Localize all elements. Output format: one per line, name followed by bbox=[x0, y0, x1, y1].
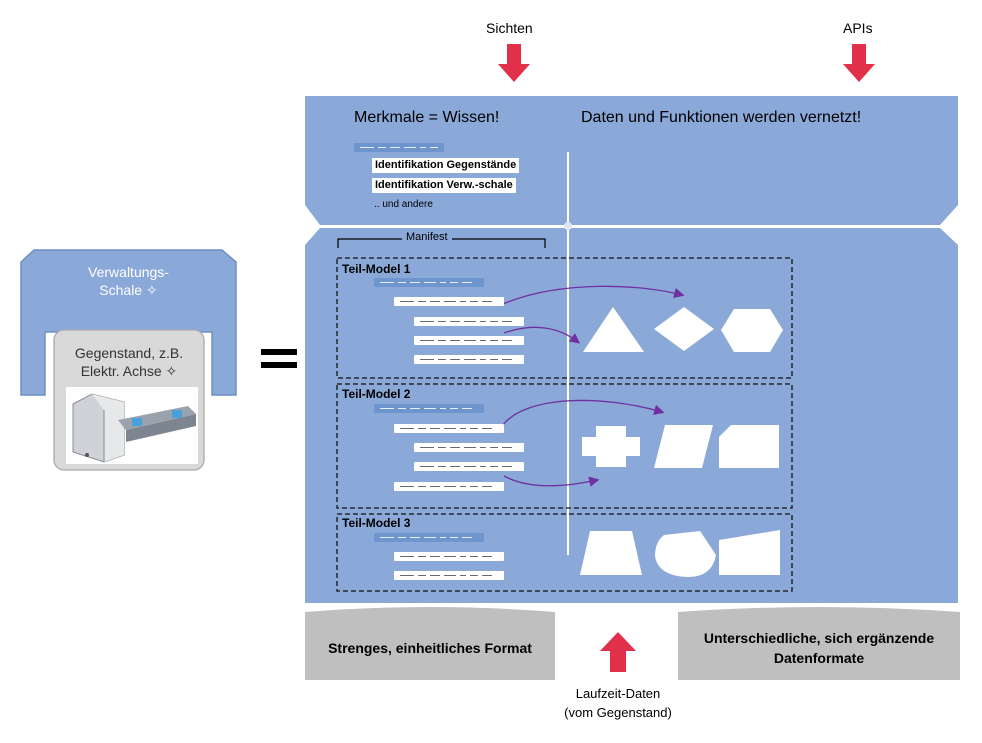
electric-axis-image bbox=[66, 387, 198, 464]
submodel-2-property-bar bbox=[414, 462, 524, 471]
submodel-1-property-bar bbox=[414, 336, 524, 345]
runtime-data-line1: Laufzeit-Daten bbox=[575, 686, 661, 701]
connector-3 bbox=[502, 399, 665, 426]
cross-shape bbox=[582, 426, 640, 467]
header-and-others: .. und andere bbox=[374, 199, 433, 210]
diamond-shape bbox=[654, 307, 714, 351]
views-label: Sichten bbox=[486, 20, 533, 36]
header-bar bbox=[354, 143, 444, 152]
connector-1 bbox=[502, 285, 685, 305]
views-arrow bbox=[498, 44, 530, 82]
hexagon-shape bbox=[721, 309, 783, 352]
connector-2 bbox=[503, 326, 581, 344]
header-item-2: Identifikation Verw.-schale bbox=[372, 178, 516, 193]
blob-shape bbox=[655, 531, 716, 577]
runtime-data-label: Laufzeit-Daten (vom Gegenstand) bbox=[548, 684, 688, 722]
admin-shell-title-line2: Schale ✧ bbox=[99, 282, 158, 298]
slanted-rectangle-shape bbox=[719, 530, 780, 575]
submodel-box-1 bbox=[336, 257, 793, 379]
asset-caption-line2: Elektr. Achse ✧ bbox=[80, 363, 178, 379]
submodel-2-title-bar bbox=[374, 404, 484, 413]
connector-4 bbox=[503, 475, 600, 487]
manifest-label: Manifest bbox=[402, 231, 452, 243]
apis-arrow bbox=[843, 44, 875, 82]
trapezoid-shape bbox=[580, 531, 642, 575]
header-item-1: Identifikation Gegenstände bbox=[372, 158, 520, 173]
submodel-label-3: Teil-Model 3 bbox=[342, 516, 411, 530]
uniform-format-text: Strenges, einheitliches Format bbox=[328, 640, 532, 656]
asset-caption: Gegenstand, z.B. Elektr. Achse ✧ bbox=[54, 344, 204, 380]
submodel-1-property-bar bbox=[394, 297, 504, 306]
submodel-3-property-bar bbox=[394, 571, 504, 580]
cut-rectangle-shape bbox=[719, 425, 779, 468]
header-left-title: Merkmale = Wissen! bbox=[354, 109, 500, 126]
runtime-data-line2: (vom Gegenstand) bbox=[564, 705, 672, 720]
various-formats-line2: Datenformate bbox=[773, 650, 865, 666]
submodel-label-2: Teil-Model 2 bbox=[342, 387, 411, 401]
submodel-label-1: Teil-Model 1 bbox=[342, 262, 411, 276]
equals-bar-top bbox=[261, 349, 297, 355]
apis-label: APIs bbox=[843, 20, 873, 36]
submodel-box-3 bbox=[336, 513, 793, 592]
asset-caption-line1: Gegenstand, z.B. bbox=[74, 345, 184, 361]
submodel-1-property-bar bbox=[414, 355, 524, 364]
submodel-box-2 bbox=[336, 383, 793, 509]
submodel-2-property-bar bbox=[394, 482, 504, 491]
various-formats-line1: Unterschiedliche, sich ergänzende bbox=[703, 630, 935, 646]
header-right-title: Daten und Funktionen werden vernetzt! bbox=[581, 109, 862, 126]
admin-shell-frame bbox=[20, 249, 237, 396]
submodel-1-title-bar bbox=[374, 278, 484, 287]
runtime-arrow bbox=[600, 632, 636, 672]
parallelogram-shape bbox=[654, 425, 713, 468]
admin-shell-title: Verwaltungs- Schale ✧ bbox=[21, 263, 236, 299]
divider-joint bbox=[564, 222, 572, 230]
triangle-shape bbox=[583, 307, 644, 352]
format-box-right bbox=[678, 607, 960, 680]
equals-bar-bottom bbox=[261, 362, 297, 368]
submodel-1-property-bar bbox=[414, 317, 524, 326]
various-formats-text: Unterschiedliche, sich ergänzende Datenf… bbox=[678, 628, 960, 668]
submodel-2-property-bar bbox=[394, 424, 504, 433]
submodel-2-property-bar bbox=[414, 443, 524, 452]
format-box-left bbox=[305, 607, 555, 680]
submodel-3-property-bar bbox=[394, 552, 504, 561]
submodel-3-title-bar bbox=[374, 533, 484, 542]
admin-shell-title-line1: Verwaltungs- bbox=[88, 264, 169, 280]
